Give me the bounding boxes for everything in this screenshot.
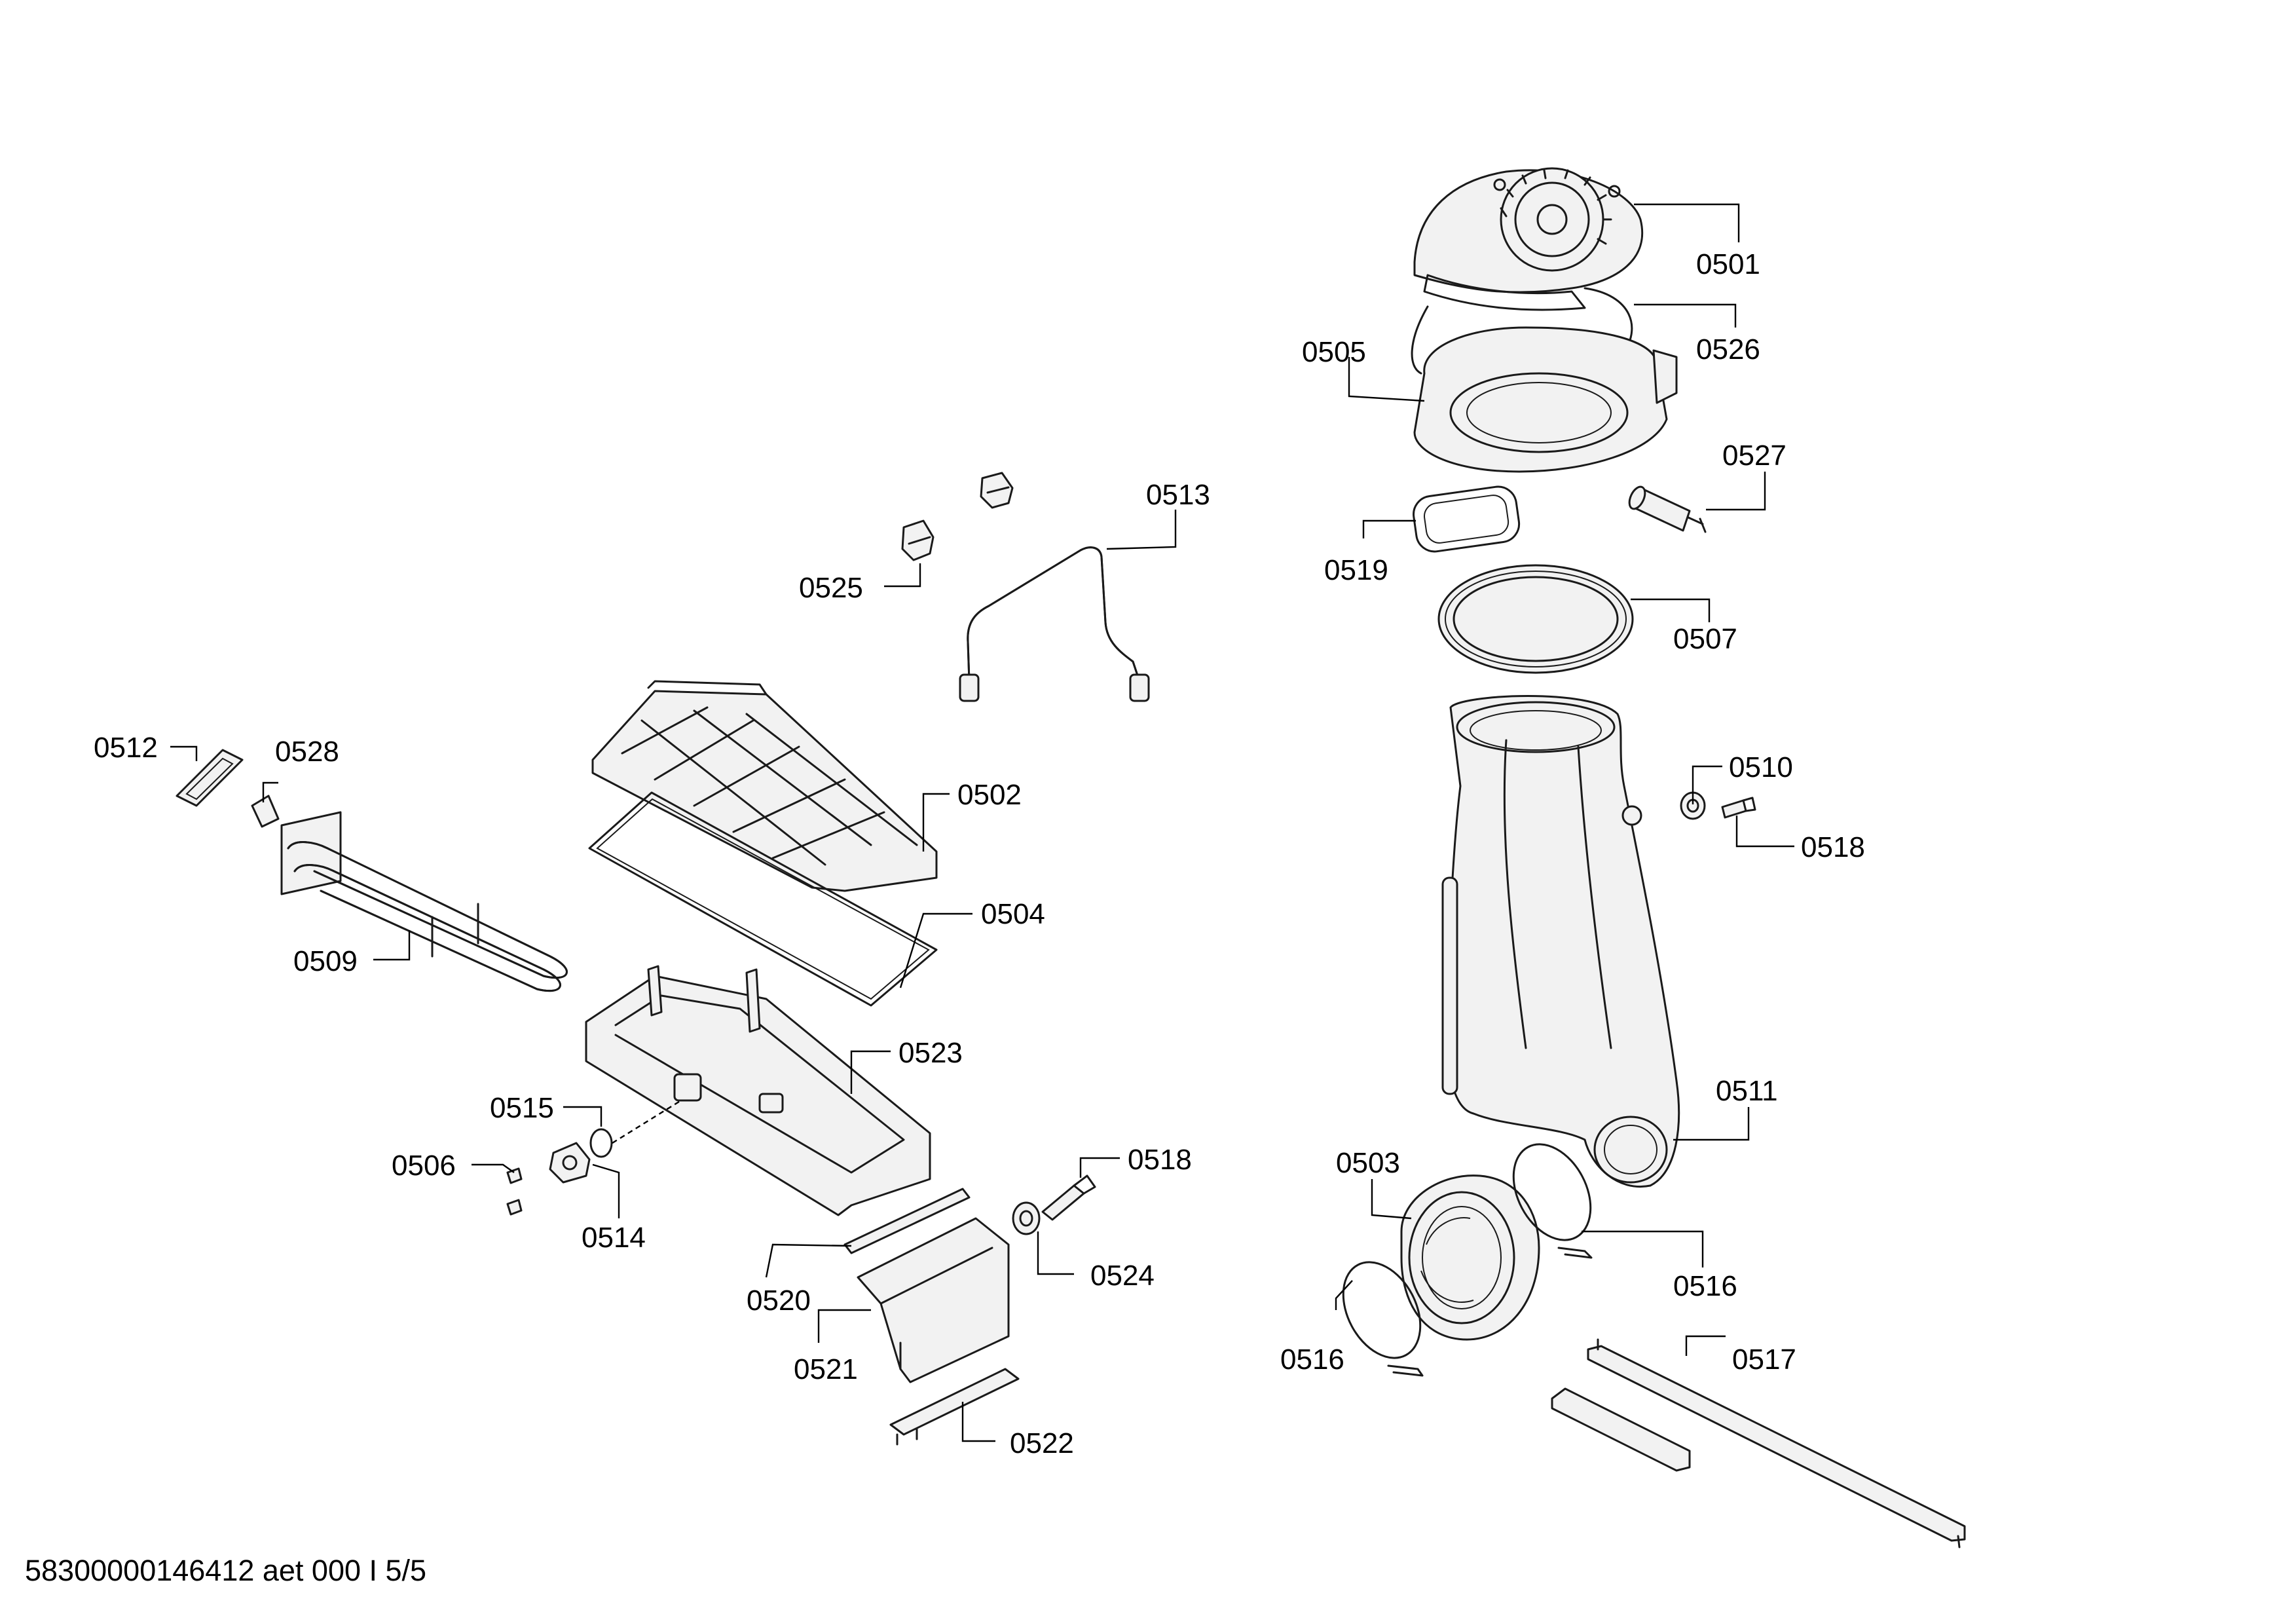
- part-number-label: 0501: [1696, 248, 1760, 280]
- part-number-label: 0521: [794, 1353, 858, 1385]
- part-number-label: 0507: [1673, 623, 1737, 655]
- part-0502-frame-grille: [591, 680, 938, 892]
- document-id-footer: 58300000146412 aet 000 I 5/5: [25, 1554, 427, 1587]
- part-number-label: 0523: [898, 1037, 963, 1069]
- part-0513-hose: [959, 546, 1150, 702]
- part-number-label: 0513: [1146, 479, 1210, 511]
- part-0527-cartridge: [1628, 485, 1707, 533]
- part-number-label: 0520: [747, 1285, 811, 1317]
- part-0522-end-piece: [889, 1368, 1020, 1446]
- part-number-label: 0509: [293, 945, 358, 977]
- part-number-label: 0517: [1732, 1343, 1796, 1376]
- part-0528-bracket: [251, 795, 280, 828]
- part-number-label: 0525: [799, 572, 863, 604]
- part-number-label: 0511: [1716, 1075, 1778, 1107]
- part-0511-air-duct: [1441, 695, 1680, 1188]
- part-number-label: 0516: [1673, 1270, 1737, 1302]
- part-0516-hose-clamp-upper: [1512, 1143, 1593, 1259]
- part-number-label: 0527: [1722, 440, 1787, 472]
- part-0518-bolt-middle: [1041, 1174, 1096, 1221]
- part-number-label: 0519: [1324, 554, 1388, 586]
- part-0521-duct: [857, 1217, 1010, 1383]
- part-0501-fan-cover: [1413, 167, 1644, 311]
- callout-labels: 0501 0526 0505 0527 0519 0507 0510 0518 …: [94, 248, 1865, 1459]
- part-number-label: 0524: [1090, 1260, 1155, 1292]
- part-0520-seal-strip: [843, 1188, 971, 1254]
- part-number-label: 0506: [392, 1150, 456, 1182]
- part-number-label: 0502: [957, 779, 1022, 811]
- part-0515-o-ring: [589, 1128, 613, 1158]
- part-0514-sensor: [549, 1142, 591, 1184]
- part-number-label: 0512: [94, 732, 158, 764]
- part-0524-grommet: [1012, 1201, 1041, 1235]
- part-0506-screws: [506, 1167, 523, 1216]
- part-number-label: 0514: [582, 1222, 646, 1254]
- part-number-label: 0518: [1128, 1144, 1192, 1176]
- part-number-label: 0522: [1010, 1427, 1074, 1459]
- part-0516-hose-clamp-lower: [1342, 1261, 1424, 1377]
- part-0518-bolt-right: [1721, 797, 1756, 819]
- part-0519-seal: [1413, 485, 1521, 553]
- part-number-label: 0503: [1336, 1147, 1400, 1179]
- part-0517-support-bar: [1551, 1338, 1966, 1548]
- part-0525-clips: [901, 472, 1014, 561]
- part-number-label: 0526: [1696, 333, 1760, 366]
- part-0507-gasket-ring: [1437, 564, 1634, 674]
- part-number-label: 0528: [275, 736, 339, 768]
- part-number-label: 0518: [1801, 831, 1865, 863]
- part-number-label: 0510: [1729, 751, 1793, 783]
- part-0512-seal: [176, 749, 244, 807]
- part-number-label: 0516: [1280, 1343, 1344, 1376]
- part-0523-tray: [585, 965, 931, 1216]
- part-number-label: 0504: [981, 898, 1045, 930]
- part-number-label: 0515: [490, 1092, 554, 1124]
- part-0503-ring-adapter: [1400, 1174, 1540, 1341]
- part-0509-heating-element: [280, 811, 568, 992]
- part-0504-gasket-frame: [588, 791, 938, 1007]
- leader-lines: [170, 203, 1794, 1442]
- part-number-label: 0505: [1302, 336, 1366, 368]
- part-0505-fan-housing: [1413, 326, 1678, 473]
